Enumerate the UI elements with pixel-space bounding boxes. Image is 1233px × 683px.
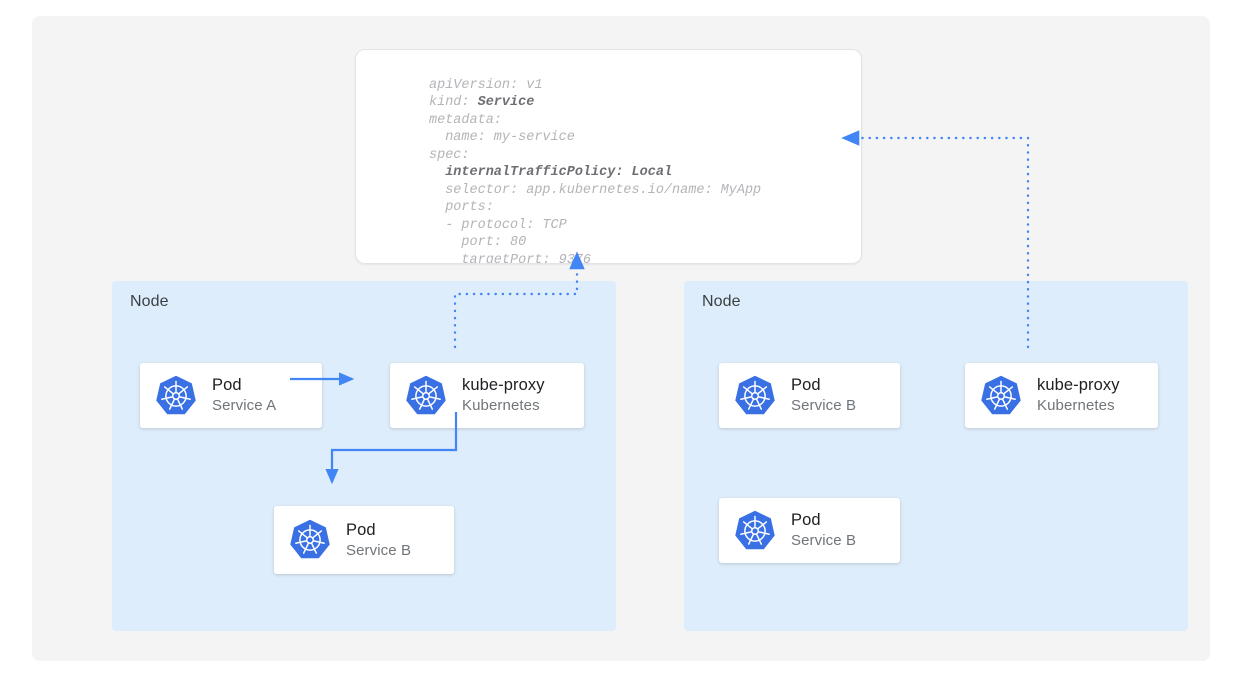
kubernetes-icon [154,374,198,418]
kubernetes-icon [733,509,777,553]
card-subtitle: Service A [212,397,277,414]
kubernetes-icon [733,374,777,418]
diagram-canvas: apiVersion: v1 kind: Service metadata: n… [32,16,1210,661]
card-pod-service-b-left[interactable]: Pod Service B [274,506,454,574]
card-pod-service-b-right-top[interactable]: Pod Service B [719,363,900,428]
service-manifest-card: apiVersion: v1 kind: Service metadata: n… [355,49,862,264]
node-group-left: Node [112,281,616,631]
card-title: kube-proxy [1037,376,1120,394]
kubernetes-icon [288,518,332,562]
kubernetes-icon [979,374,1023,418]
card-title: Pod [791,376,821,394]
card-kube-proxy-left[interactable]: kube-proxy Kubernetes [390,363,584,428]
code-highlight: Service [477,95,535,110]
service-manifest-code: apiVersion: v1 kind: Service metadata: n… [429,77,762,264]
card-pod-service-a[interactable]: Pod Service A [140,363,322,428]
node-label: Node [702,293,741,310]
card-kube-proxy-right[interactable]: kube-proxy Kubernetes [965,363,1158,428]
card-title: Pod [212,376,242,394]
card-title: kube-proxy [462,376,545,394]
card-subtitle: Service B [791,397,857,414]
card-title: Pod [791,511,821,529]
code-highlight: internalTrafficPolicy: Local [445,165,673,180]
node-label: Node [130,293,169,310]
card-subtitle: Service B [346,541,412,559]
card-subtitle: Kubernetes [1037,397,1115,414]
card-title: Pod [346,520,376,539]
card-subtitle: Service B [791,532,857,549]
node-group-right: Node [684,281,1188,631]
card-subtitle: Kubernetes [462,397,540,414]
kubernetes-icon [404,374,448,418]
card-pod-service-b-right-bottom[interactable]: Pod Service B [719,498,900,563]
